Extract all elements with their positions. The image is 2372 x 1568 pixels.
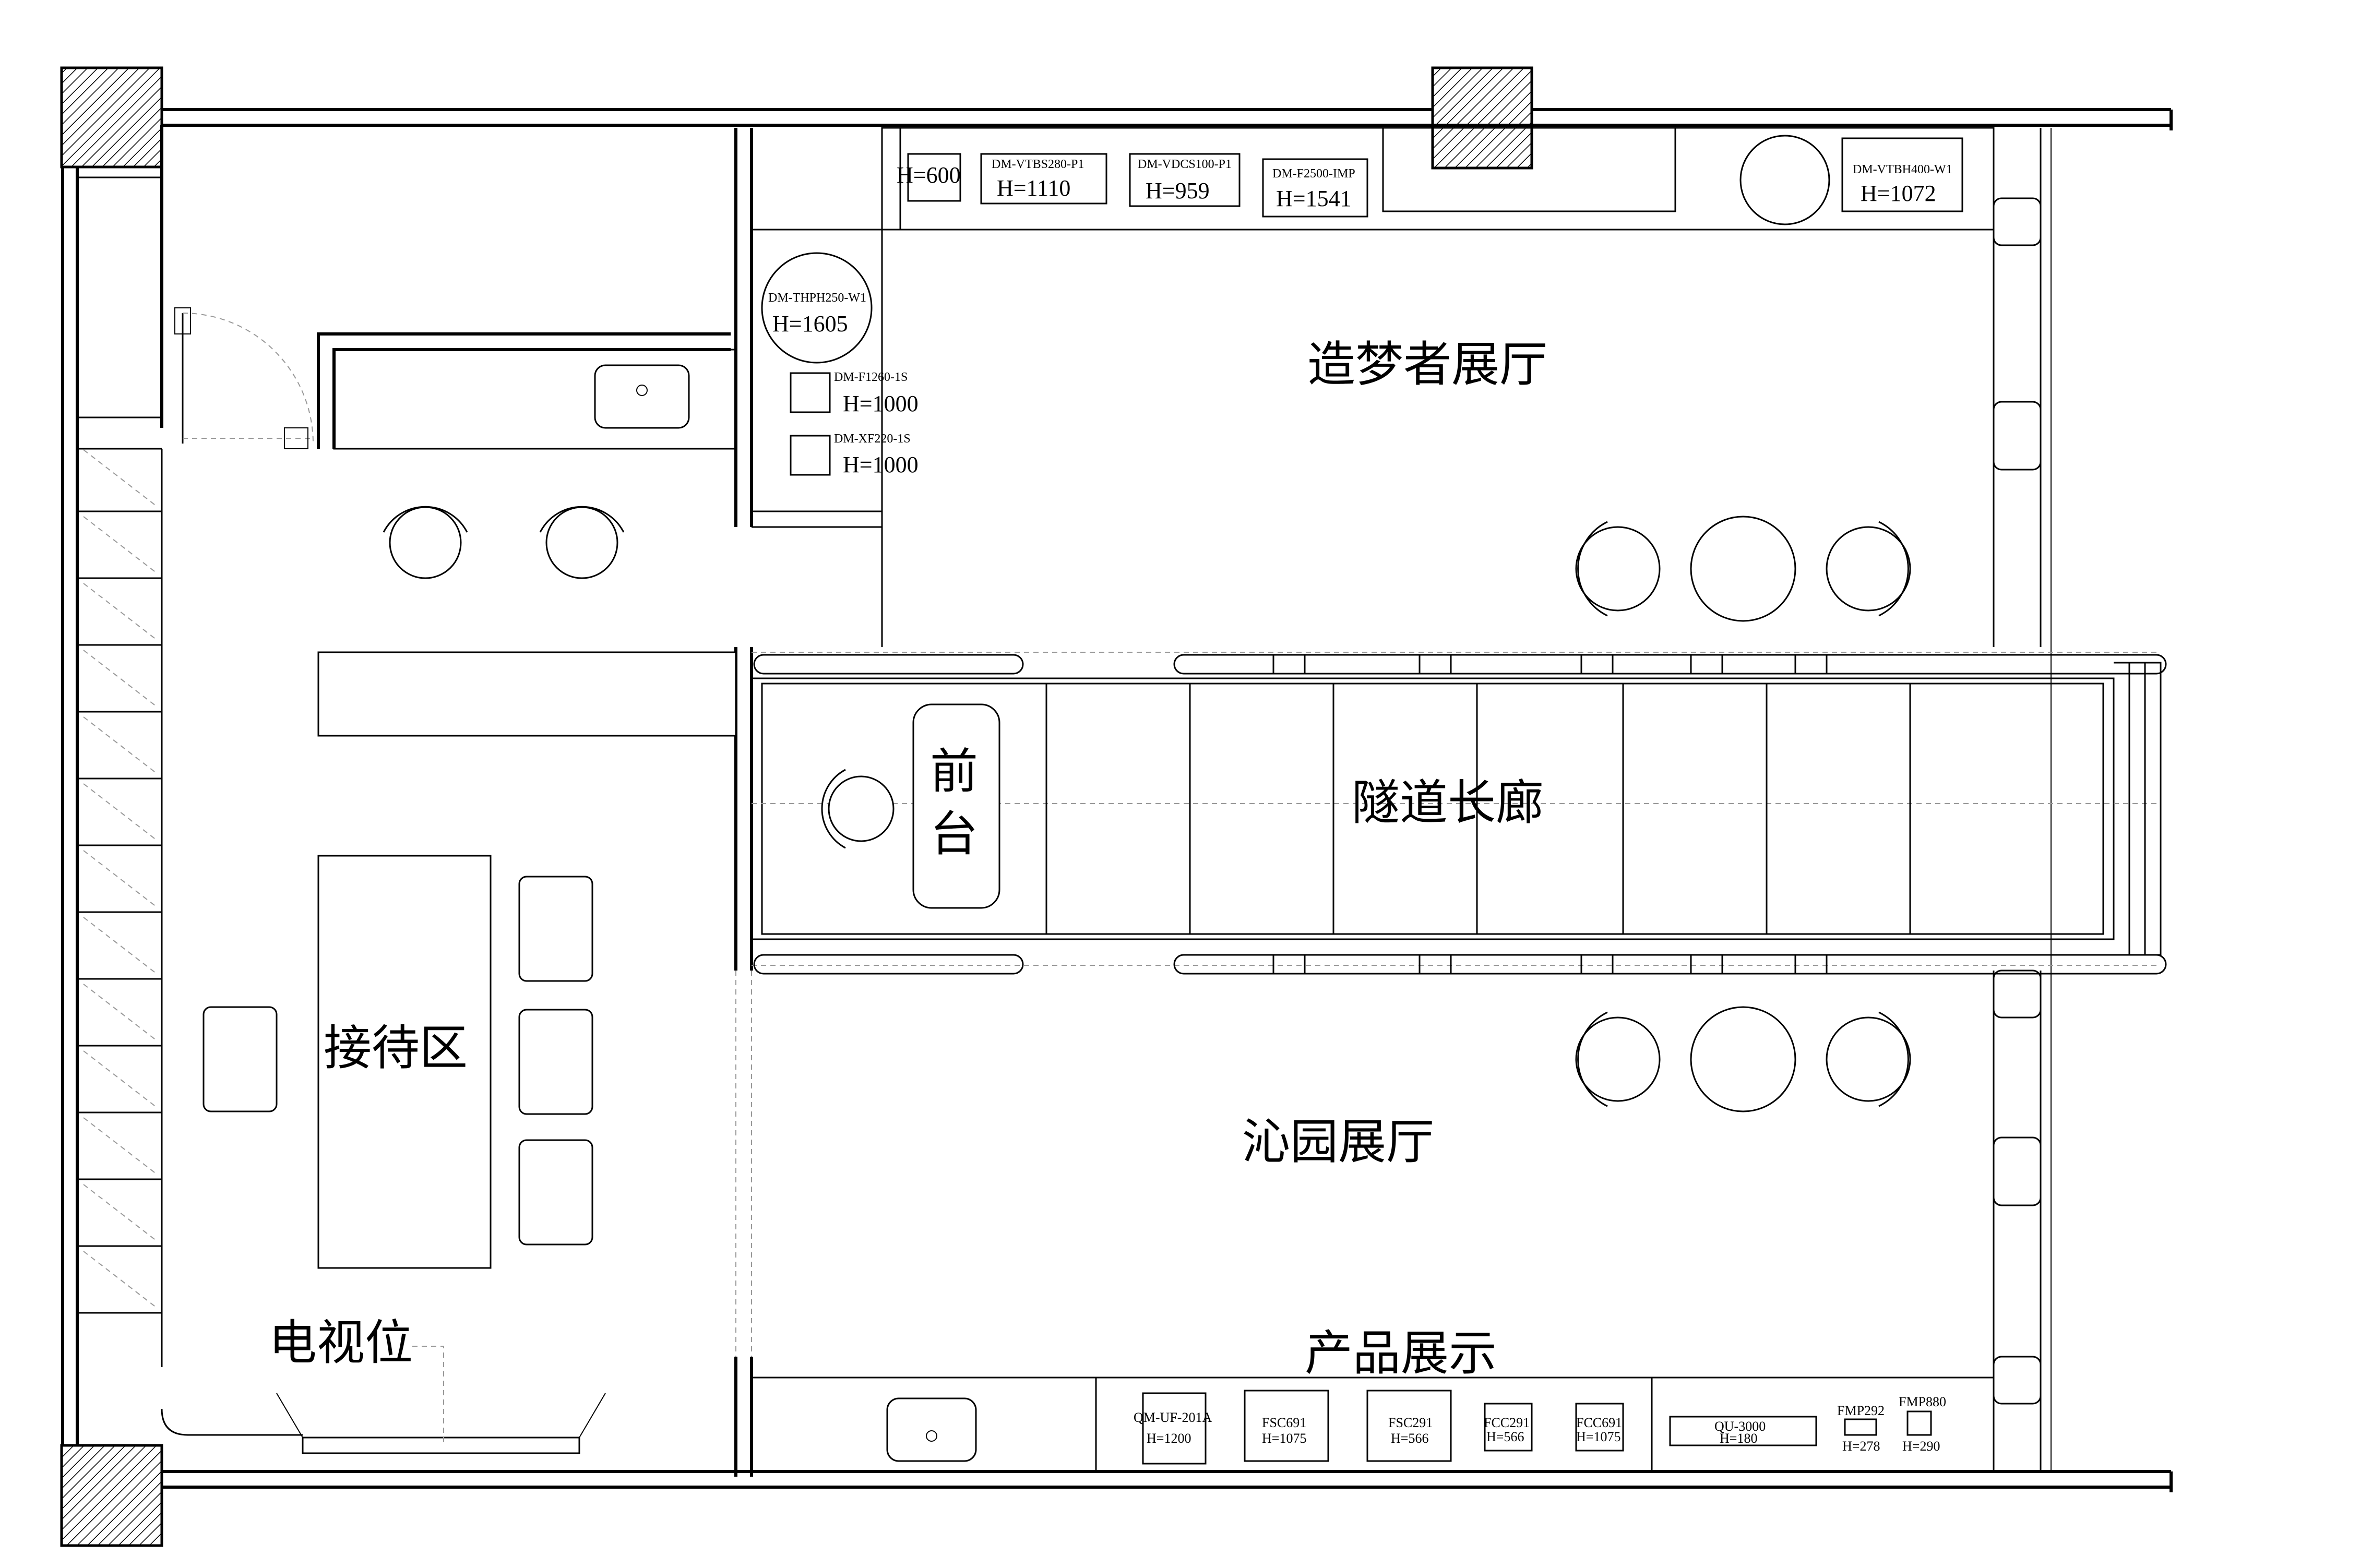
bottom-product-7-height: H=278 — [1842, 1439, 1880, 1454]
product-display-label: 产品展示 — [1305, 1325, 1497, 1381]
tunnel-rail-joint — [1794, 954, 1828, 975]
bottom-product-2: FSC691 H=1075 — [1244, 1390, 1329, 1462]
tunnel-rail — [1173, 654, 2167, 675]
bottom-product-3: FSC291 H=566 — [1366, 1390, 1452, 1462]
bottom-product-6: QU-3000 H=180 — [1669, 1416, 1817, 1446]
tunnel-corridor — [750, 652, 2167, 975]
tunnel-rail-joint — [1690, 954, 1723, 975]
partitions — [317, 128, 1994, 1477]
top-product-1-height: H=600 — [897, 162, 961, 188]
reception-desk: 前 台 — [821, 703, 1000, 909]
window-diagonal — [83, 917, 157, 974]
top-product-4: DM-F2500-IMP H=1541 — [1262, 158, 1368, 218]
window-diagonal — [83, 984, 157, 1041]
left-product-2: DM-F1260-1S H=1000 — [790, 370, 919, 416]
top-product-4-model: DM-F2500-IMP — [1272, 167, 1355, 181]
left-product-3-height: H=1000 — [843, 452, 919, 477]
tunnel-rail-joint — [1580, 654, 1614, 675]
bottom-product-7: FMP292 H=278 — [1837, 1403, 1885, 1454]
top-product-3: DM-VDCS100-P1 H=959 — [1129, 153, 1241, 207]
window-diagonal — [83, 1050, 157, 1108]
left-product-3-model: DM-XF220-1S — [834, 432, 911, 446]
bottom-product-4: FCC291 H=566 — [1484, 1403, 1533, 1452]
tunnel-rail-joint — [1419, 954, 1452, 975]
tunnel-rail-joint — [1580, 954, 1614, 975]
left-product-2-model: DM-F1260-1S — [834, 370, 908, 384]
window-diagonal — [83, 516, 157, 573]
top-product-3-height: H=959 — [1146, 178, 1210, 204]
bottom-product-1: QM-UF-201A H=1200 — [1134, 1392, 1212, 1465]
top-product-3-model: DM-VDCS100-P1 — [1138, 158, 1232, 171]
tv-position-label: 电视位 — [269, 1315, 413, 1371]
outer-walls — [61, 108, 2173, 1492]
top-product-2: DM-VTBS280-P1 H=1110 — [980, 153, 1107, 205]
bottom-product-5-height: H=1075 — [1576, 1429, 1620, 1444]
left-product-1-height: H=1605 — [772, 311, 848, 337]
window-diagonal — [83, 1184, 157, 1241]
tunnel-label: 隧道长廊 — [1352, 775, 1544, 831]
reception-desk-label-2: 台 — [930, 806, 978, 862]
tunnel-rail-joint — [1272, 954, 1306, 975]
bottom-product-4-height: H=566 — [1486, 1429, 1524, 1444]
bottom-product-1-model: QM-UF-201A — [1134, 1410, 1212, 1425]
reception-area-furniture — [161, 506, 737, 1454]
window-diagonal — [83, 650, 157, 707]
tunnel-rail-joint — [1419, 654, 1452, 675]
right-facade — [1993, 128, 2052, 1471]
dream-hall-label: 造梦者展厅 — [1307, 337, 1547, 392]
top-product-4-height: H=1541 — [1276, 186, 1352, 211]
left-product-2-height: H=1000 — [843, 391, 919, 416]
tunnel-rail-joint — [1690, 654, 1723, 675]
bottom-product-3-model: FSC291 — [1388, 1415, 1433, 1430]
bottom-product-7-model: FMP292 — [1837, 1403, 1885, 1418]
tunnel-rail — [753, 954, 1024, 975]
bottom-product-3-height: H=566 — [1391, 1431, 1428, 1446]
window-diagonal — [83, 850, 157, 907]
left-product-1-model: DM-THPH250-W1 — [768, 291, 866, 305]
top-product-2-model: DM-VTBS280-P1 — [992, 158, 1084, 171]
top-product-5-height: H=1072 — [1861, 181, 1936, 206]
top-product-wall — [881, 127, 1995, 231]
window-diagonal — [83, 1117, 157, 1175]
window-diagonal — [83, 1251, 157, 1308]
tunnel-rail — [1173, 954, 2167, 975]
left-product-1: DM-THPH250-W1 H=1605 — [761, 252, 873, 364]
entrance-door — [174, 307, 314, 449]
window-diagonal — [83, 449, 157, 507]
reception-desk-label-1: 前 — [930, 744, 978, 799]
left-window-strip — [77, 176, 163, 1367]
bottom-product-5: FCC691 H=1075 — [1575, 1403, 1624, 1452]
top-product-1: H=600 — [897, 153, 961, 202]
tunnel-rail-joint — [1272, 654, 1306, 675]
bottom-product-wall — [750, 1377, 1995, 1473]
dream-hall-seating — [1575, 516, 1911, 622]
tunnel-rail-joint — [1794, 654, 1828, 675]
tunnel-rail — [753, 654, 1024, 675]
window-diagonal — [83, 583, 157, 640]
top-product-5-model: DM-VTBH400-W1 — [1853, 163, 1952, 176]
bottom-product-6-model: QU-3000 — [1714, 1419, 1766, 1434]
bottom-product-6-height: H=180 — [1720, 1431, 1757, 1446]
top-product-2-height: H=1110 — [997, 175, 1070, 201]
structural-columns — [60, 66, 1533, 1547]
bottom-product-8-height: H=290 — [1902, 1439, 1940, 1454]
bottom-product-8: FMP880 H=290 — [1899, 1394, 1946, 1454]
bottom-product-5-model: FCC691 — [1576, 1415, 1622, 1430]
bottom-product-8-model: FMP880 — [1899, 1394, 1946, 1409]
reception-area-label: 接待区 — [324, 1020, 468, 1076]
left-product-3: DM-XF220-1S H=1000 — [790, 432, 919, 477]
window-diagonal — [83, 716, 157, 774]
window-diagonal — [83, 783, 157, 841]
qinyuan-hall-label: 沁园展厅 — [1242, 1114, 1434, 1170]
bottom-product-1-height: H=1200 — [1147, 1431, 1191, 1446]
bottom-product-4-model: FCC291 — [1484, 1415, 1530, 1430]
bottom-product-2-model: FSC691 — [1262, 1415, 1306, 1430]
qinyuan-hall-seating — [1575, 1006, 1911, 1112]
bottom-product-2-height: H=1075 — [1262, 1431, 1306, 1446]
top-product-5: DM-VTBH400-W1 H=1072 — [1841, 137, 1963, 212]
